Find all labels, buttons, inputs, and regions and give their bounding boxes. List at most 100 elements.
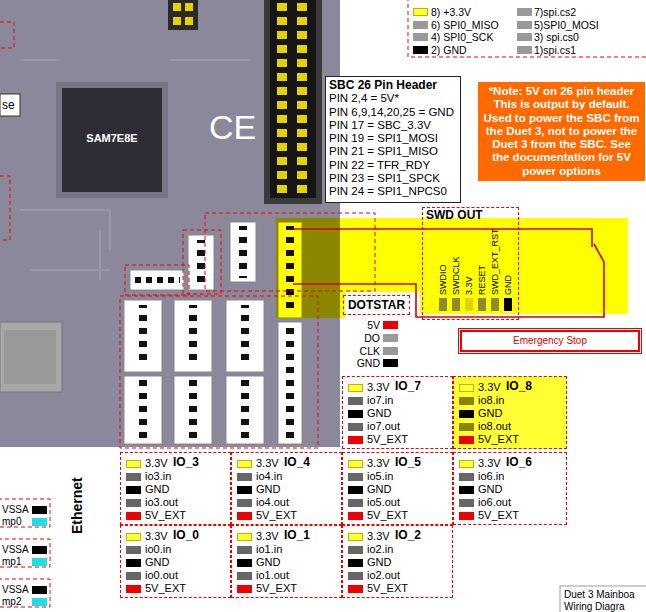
- io-connector-box: IO_03.3Vio0.inGNDio0.out5V_EXT: [120, 525, 231, 598]
- pin-label: VSSA: [2, 584, 29, 596]
- connector: [124, 376, 162, 444]
- color-swatch: [413, 46, 428, 54]
- sbc-header-inner: [270, 0, 316, 198]
- color-swatch: [126, 486, 141, 494]
- pin-label: GND: [478, 483, 502, 496]
- pin-label: GND: [145, 556, 169, 569]
- color-swatch: [459, 460, 474, 468]
- pin-assignment: PIN 21 = SPI1_MISO: [329, 145, 454, 158]
- wire-tab: [0, 22, 14, 240]
- color-swatch: [459, 473, 474, 481]
- color-swatch: [459, 499, 474, 507]
- pins: [286, 326, 294, 440]
- color-swatch: [237, 499, 252, 507]
- color-swatch: [459, 410, 474, 418]
- pin-label: VSSA: [2, 544, 29, 556]
- color-swatch: [126, 585, 141, 593]
- io-connector-box: IO_63.3Vio6.inGNDio6.out5V_EXT: [453, 452, 567, 525]
- color-swatch: [517, 33, 532, 41]
- small-header: [168, 0, 198, 30]
- pin-label: 5V_EXT: [367, 582, 408, 595]
- connector-title: IO_7: [395, 380, 421, 393]
- group-outline: [205, 213, 375, 291]
- color-swatch: [459, 436, 474, 444]
- color-swatch: [383, 334, 398, 342]
- group-outline: [0, 539, 50, 567]
- chip-pins: [56, 82, 168, 198]
- group-outline: [120, 296, 318, 448]
- pin-label: RESET: [477, 265, 488, 295]
- pin-label: GND: [145, 483, 169, 496]
- color-swatch: [237, 585, 252, 593]
- pin-label: GND: [503, 275, 514, 295]
- connector: [226, 300, 264, 372]
- estop-wire: [293, 244, 604, 317]
- color-swatch: [383, 359, 398, 367]
- estop-wire: [293, 229, 592, 247]
- color-swatch: [348, 486, 363, 494]
- pin-label: io8.in: [478, 394, 504, 407]
- pin-label: io5.out: [367, 496, 400, 509]
- color-swatch: [126, 460, 141, 468]
- pin-label: mp1: [2, 556, 21, 568]
- pin-label: 3) spi.cs0: [534, 31, 579, 43]
- pin-label: 3.3V: [145, 530, 168, 543]
- pin-label: io5.in: [367, 470, 393, 483]
- pin-label: 3.3V: [367, 457, 390, 470]
- color-swatch: [348, 546, 363, 554]
- pin-label: io6.in: [478, 470, 504, 483]
- color-swatch: [32, 518, 47, 526]
- connector-box: DOTSTAR: [343, 295, 410, 315]
- pin-label: io4.out: [256, 496, 289, 509]
- connector-title: IO_5: [395, 456, 421, 469]
- note-box: *Note: 5V on 26 pin header This is outpu…: [478, 82, 645, 181]
- color-swatch: [126, 512, 141, 520]
- pin-label: 5)SPI0_MOSI: [534, 19, 599, 31]
- color-swatch: [348, 423, 363, 431]
- pin-label: GND: [367, 483, 391, 496]
- color-swatch: [126, 572, 141, 580]
- pin-label: 5V_EXT: [367, 433, 408, 446]
- note-text: *Note: 5V on 26 pin header This is outpu…: [482, 85, 641, 178]
- color-swatch: [32, 558, 47, 566]
- color-swatch: [32, 506, 47, 514]
- connector-title: IO_2: [395, 529, 421, 542]
- color-swatch: [237, 486, 252, 494]
- pin-label: 3.3V: [478, 381, 501, 394]
- color-swatch: [348, 533, 363, 541]
- pin-label: mp0: [2, 516, 21, 528]
- pin-label: io1.in: [256, 543, 282, 556]
- io-connector-box: IO_73.3Vio7.inGNDio7.out5V_EXT: [342, 376, 453, 449]
- connector-title: IO_0: [173, 529, 199, 542]
- io-connector-box: IO_43.3Vio4.inGNDio4.out5V_EXT: [231, 452, 342, 525]
- chip-label: SAM7E8E: [62, 132, 162, 144]
- pin-assignment: PIN 23 = SPI1_SPCK: [329, 172, 454, 185]
- color-swatch: [478, 298, 486, 311]
- port-label: Ethernet: [69, 477, 85, 534]
- connector-box: SWD OUTSWDIOSWDCLK3.3VRESETSWD_EXT_RSTGN…: [422, 207, 519, 320]
- color-swatch: [126, 533, 141, 541]
- pins: [189, 380, 197, 440]
- pin-header-table: SBC 26 Pin HeaderPIN 2,4 = 5V*PIN 6,9,14…: [325, 76, 461, 203]
- pin-label: 5V_EXT: [256, 582, 297, 595]
- pin-label: 2) GND: [431, 44, 467, 56]
- color-swatch: [126, 559, 141, 567]
- color-swatch: [126, 473, 141, 481]
- pin-assignment: PIN 6,9,14,20,25 = GND: [329, 106, 454, 119]
- connector-title: IO_3: [173, 456, 199, 469]
- color-swatch: [459, 512, 474, 520]
- pin-label: 6) SPI0_MISO: [431, 19, 499, 31]
- color-swatch: [237, 572, 252, 580]
- color-swatch: [348, 499, 363, 507]
- color-swatch: [126, 546, 141, 554]
- color-swatch: [383, 321, 398, 329]
- connector: [278, 322, 302, 444]
- pin-label: GND: [367, 407, 391, 420]
- pin-label: 5V_EXT: [478, 433, 519, 446]
- pin-label: io7.in: [367, 394, 393, 407]
- connector-title: IO_8: [506, 380, 532, 393]
- color-swatch: [491, 298, 499, 311]
- color-swatch: [383, 347, 398, 355]
- pins: [139, 380, 147, 440]
- sbc-header: [264, 0, 322, 204]
